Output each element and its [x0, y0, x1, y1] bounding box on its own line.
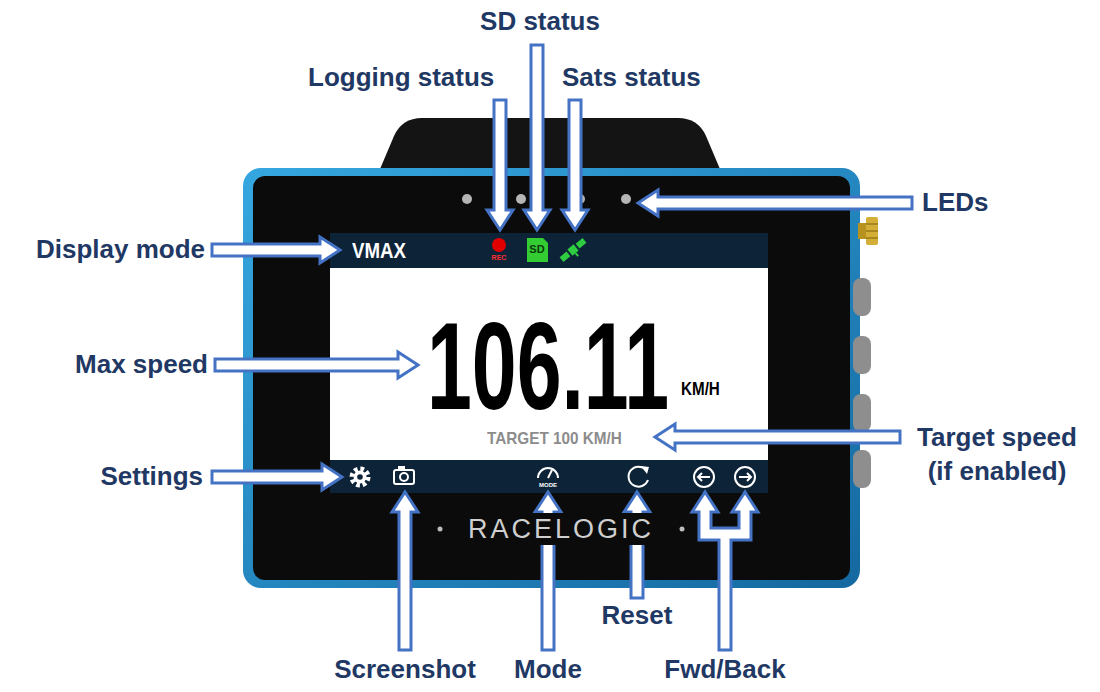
callout-label: Target speed (if enabled): [902, 421, 1092, 489]
mode-icon-text: MODE: [539, 482, 557, 488]
target-speed-text: TARGET 100 KM/H: [487, 430, 622, 447]
sd-icon-text: SD: [529, 244, 544, 255]
callout-label: Screenshot: [334, 654, 476, 685]
callout-label: SD status: [480, 6, 600, 37]
callout-label: Max speed: [75, 349, 208, 380]
callout-label: Fwd/Back: [664, 654, 785, 685]
speed-value: 106.11: [427, 304, 669, 428]
callout-label: Logging status: [308, 62, 494, 93]
screen-mode-text: VMAX: [352, 238, 406, 264]
callout-label: Reset: [602, 600, 673, 631]
callout-label: Sats status: [562, 62, 701, 93]
brand-text: RACELOGIC: [462, 513, 660, 545]
callout-label: LEDs: [922, 187, 988, 218]
callout-label: Mode: [514, 654, 582, 685]
callout-label: Display mode: [36, 234, 205, 265]
callout-label: Settings: [100, 461, 203, 492]
speed-unit: KM/H: [681, 379, 720, 398]
rec-text: REC: [492, 254, 507, 261]
